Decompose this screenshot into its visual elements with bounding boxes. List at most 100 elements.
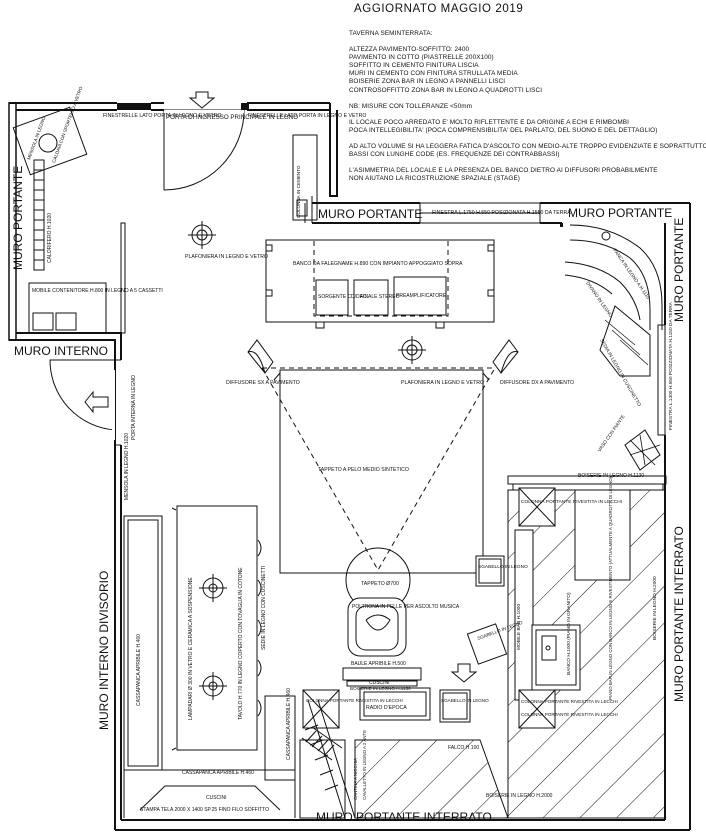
ladder: [301, 726, 343, 761]
bench-left: [123, 515, 163, 771]
columns-lower: [302, 663, 478, 729]
note-line: IL LOCALE POCO ARREDATO E' MOLTO RIFLETT…: [349, 118, 630, 126]
window-strip-right: [241, 103, 249, 110]
window-strip-left: [117, 103, 151, 110]
label-cassapanca-left: CASSAPANCA APRIBILE H.460: [136, 634, 142, 706]
label-diffusore-sx: DIFFUSORE SX A PAVIMENTO: [226, 380, 300, 386]
label-poltrona: POLTRONA IN PELLE PER ASCOLTO MUSICA: [352, 604, 460, 610]
note-line: CONTROSOFFITTO ZONA BAR IN LEGNO A QUADR…: [349, 86, 543, 94]
walls: [8, 102, 691, 831]
label-cantina: CANTINA A NICCHIA: [353, 758, 358, 800]
label-plafoniera-2: PLAFONIERA IN LEGNO E VETRO: [401, 380, 484, 386]
label-porta-interna: PORTA INTERNA IN LEGNO: [131, 375, 137, 440]
note-line: MURI IN CEMENTO CON FINITURA STRULLATA M…: [349, 70, 518, 78]
label-falco: FALCO H.100: [448, 745, 479, 751]
label-sorgente: SORGENTE CD/DAC: [318, 294, 367, 300]
label-boiserie-bottom: BOISERIE IN LEGNO H.2000: [486, 793, 553, 799]
label-colonna-cemento: COLONNA IN CEMENTO: [296, 165, 301, 218]
label-finestra-right: FINESTRA L.1300 H.550 POSIZIONATA H.1150…: [668, 301, 674, 430]
wall-label-muro-portante-left: MURO PORTANTE: [11, 166, 25, 270]
wall-label-muro-portante-mid: MURO PORTANTE: [318, 207, 422, 221]
label-diffusore-dx: DIFFUSORE DX A PAVIMENTO: [500, 380, 574, 386]
label-sgabello-1: SGABELLO IN LEGNO: [478, 564, 528, 570]
note-line: AD ALTO VOLUME SI HA LEGGERA FATICA D'AS…: [349, 142, 706, 150]
label-caldaia: CALDAIA CON SPORTELLO A VETRO: [51, 86, 83, 164]
label-vaso: VASO CON PIANTE: [597, 414, 627, 453]
inner-door: [49, 359, 121, 446]
wall-label-muro-interno: MURO INTERNO: [14, 344, 108, 358]
label-tappeto: TAPPETO A PELO MEDIO SINTETICO: [318, 467, 409, 473]
note-line: TAVERNA SEMINTERRATA:: [349, 30, 433, 37]
listening-triangle: [261, 367, 496, 572]
label-finestra-top: FINESTRA L.1750 H.550 POSIZIONATA H.1550…: [432, 210, 571, 216]
note-line: BASSI CON LUNGHE CODE (ES. FREQUENZE DEI…: [349, 151, 560, 159]
speaker-right: [492, 339, 519, 374]
plan-title: AGGIORNATO MAGGIO 2019: [354, 3, 524, 15]
preamp-box: [393, 276, 447, 316]
speaker-left: [247, 339, 274, 374]
label-tavolo: TAVOLO H 770 IN LEGNO COPERTO CON TOVAGL…: [238, 567, 244, 720]
labels: MURO PORTANTE MURO PORTANTE MURO PORTANT…: [11, 86, 686, 824]
label-finestrelle-right: FINESTRELLE LATO PORTA IN LEGNO E VETRO: [248, 113, 366, 119]
falco-platform: [299, 699, 509, 819]
note-line: NB: MISURE CON TOLLERANZE <50mm: [349, 102, 473, 110]
note-line: L'ASIMMETRIA DEL LOCALE E LA PRESENZA DE…: [349, 167, 658, 175]
label-boiserie-right: BOISERIE IN LEGNO H.2000: [652, 576, 658, 640]
label-colonna-1: COLONNA PORTANTE RIVESTITA IN LECCHI: [521, 499, 622, 505]
wall-label-interrato-right: MURO PORTANTE INTERRATO: [672, 526, 686, 702]
note-line: POCA INTELLEGIBILITA' (POCA COMPRENSIBIL…: [349, 126, 658, 134]
label-colonna-3: COLONNA PORTANTE RIVESTITA IN LECCHI: [521, 699, 618, 704]
wall-label-muro-portante-right-side: MURO PORTANTE: [672, 218, 686, 322]
label-cavalletto: CAVALLETTO IN LEGNO A 2 ANTE: [362, 730, 367, 800]
wall-bottom: [115, 819, 690, 831]
note-line: BOISERIE ZONA BAR IN LEGNO A PANNELLI LI…: [349, 78, 506, 86]
label-piano-granito: BANCO H.1000 (PIANO IN GRANITO): [566, 592, 572, 675]
note-line: SOFFITTO IN CEMENTO FINITURA LISCIA: [349, 62, 479, 70]
stool-lower: [439, 689, 471, 723]
note-line: NON AIUTANO LA RICOSTRUZIONE SPAZIALE (S…: [349, 175, 521, 183]
label-mobile-bar: MOBILE BAR H.1000: [516, 604, 522, 650]
label-finale: FINALE STEREO: [360, 294, 400, 300]
label-caloriferi: CALORIFERO H.1020: [47, 213, 53, 263]
label-stampa: STAMPA TELA 2000 X 1400 SP.25 FINO FILO …: [140, 807, 269, 813]
label-cassapanca-bottom: CASSAPANCA APRIBILE H.460: [182, 770, 254, 776]
rug: [279, 369, 484, 574]
ceiling-lamp-2: [398, 336, 426, 364]
label-mensola-bar: MENSOLA IN LEGNO H.1020: [124, 433, 130, 500]
label-baule: BAULE APRIBILE H.500: [351, 661, 406, 667]
label-boiserie-top: BOISERIE IN LEGNO H.1130: [578, 473, 644, 479]
bench-mid: [264, 695, 296, 781]
dining-table: [176, 505, 258, 751]
label-cuscini: CUSCINI: [369, 680, 390, 686]
plant-pot: [624, 429, 661, 471]
label-sedia: SEDIA IN LEGNO IN CUSCINETTO: [598, 338, 642, 408]
label-tappeto-small: TAPPETO Ø700: [361, 581, 399, 587]
wall-upper-right: [329, 103, 338, 197]
radiators: [33, 159, 45, 271]
note-line: ALTEZZA PAVIMENTO-SOFFITTO: 2400: [349, 46, 470, 54]
label-colonna-2: COLONNA PORTANTE RIVESTITA IN LECCHI: [306, 698, 403, 703]
corner-sofa: [564, 224, 663, 377]
dining-chairs: [171, 507, 262, 751]
bar-stool-2: [466, 623, 508, 665]
baule: [342, 667, 422, 687]
label-panca: PANCA IN LEGNO A H.1110: [611, 248, 651, 301]
label-bancone: PIANO BAR IN LEGNO CON BANCO IN LEGNO E …: [608, 476, 613, 700]
armchair: [345, 547, 411, 657]
label-boiserie-baule: BOISERIE IN LEGNO H.1130: [350, 686, 411, 691]
label-cuscini-bottom: CUSCINI: [206, 795, 227, 801]
label-preamp: PREAMPLIFICATORE: [396, 293, 447, 299]
sorgente-box: [315, 279, 349, 316]
label-sedie: SEDIE IN LEGNO CON CUSCINETTI: [261, 566, 267, 650]
label-divano: DIVANO IN LEGNO: [584, 281, 613, 319]
finale-box: [353, 279, 389, 316]
wall-label-muro-portante-right-top: MURO PORTANTE: [568, 206, 672, 220]
label-finestrelle-left: FINESTRELLE LATO PORTA IN LEGNO E VETRO: [103, 113, 221, 119]
bar-stool-1: [475, 555, 505, 587]
workbench: [265, 239, 495, 329]
wall-label-muro-interno-divisorio: MURO INTERNO DIVISORIO: [97, 571, 111, 730]
bar-area: [466, 475, 667, 819]
caldaia: [12, 106, 88, 176]
colonna-cemento-top: [292, 134, 318, 221]
